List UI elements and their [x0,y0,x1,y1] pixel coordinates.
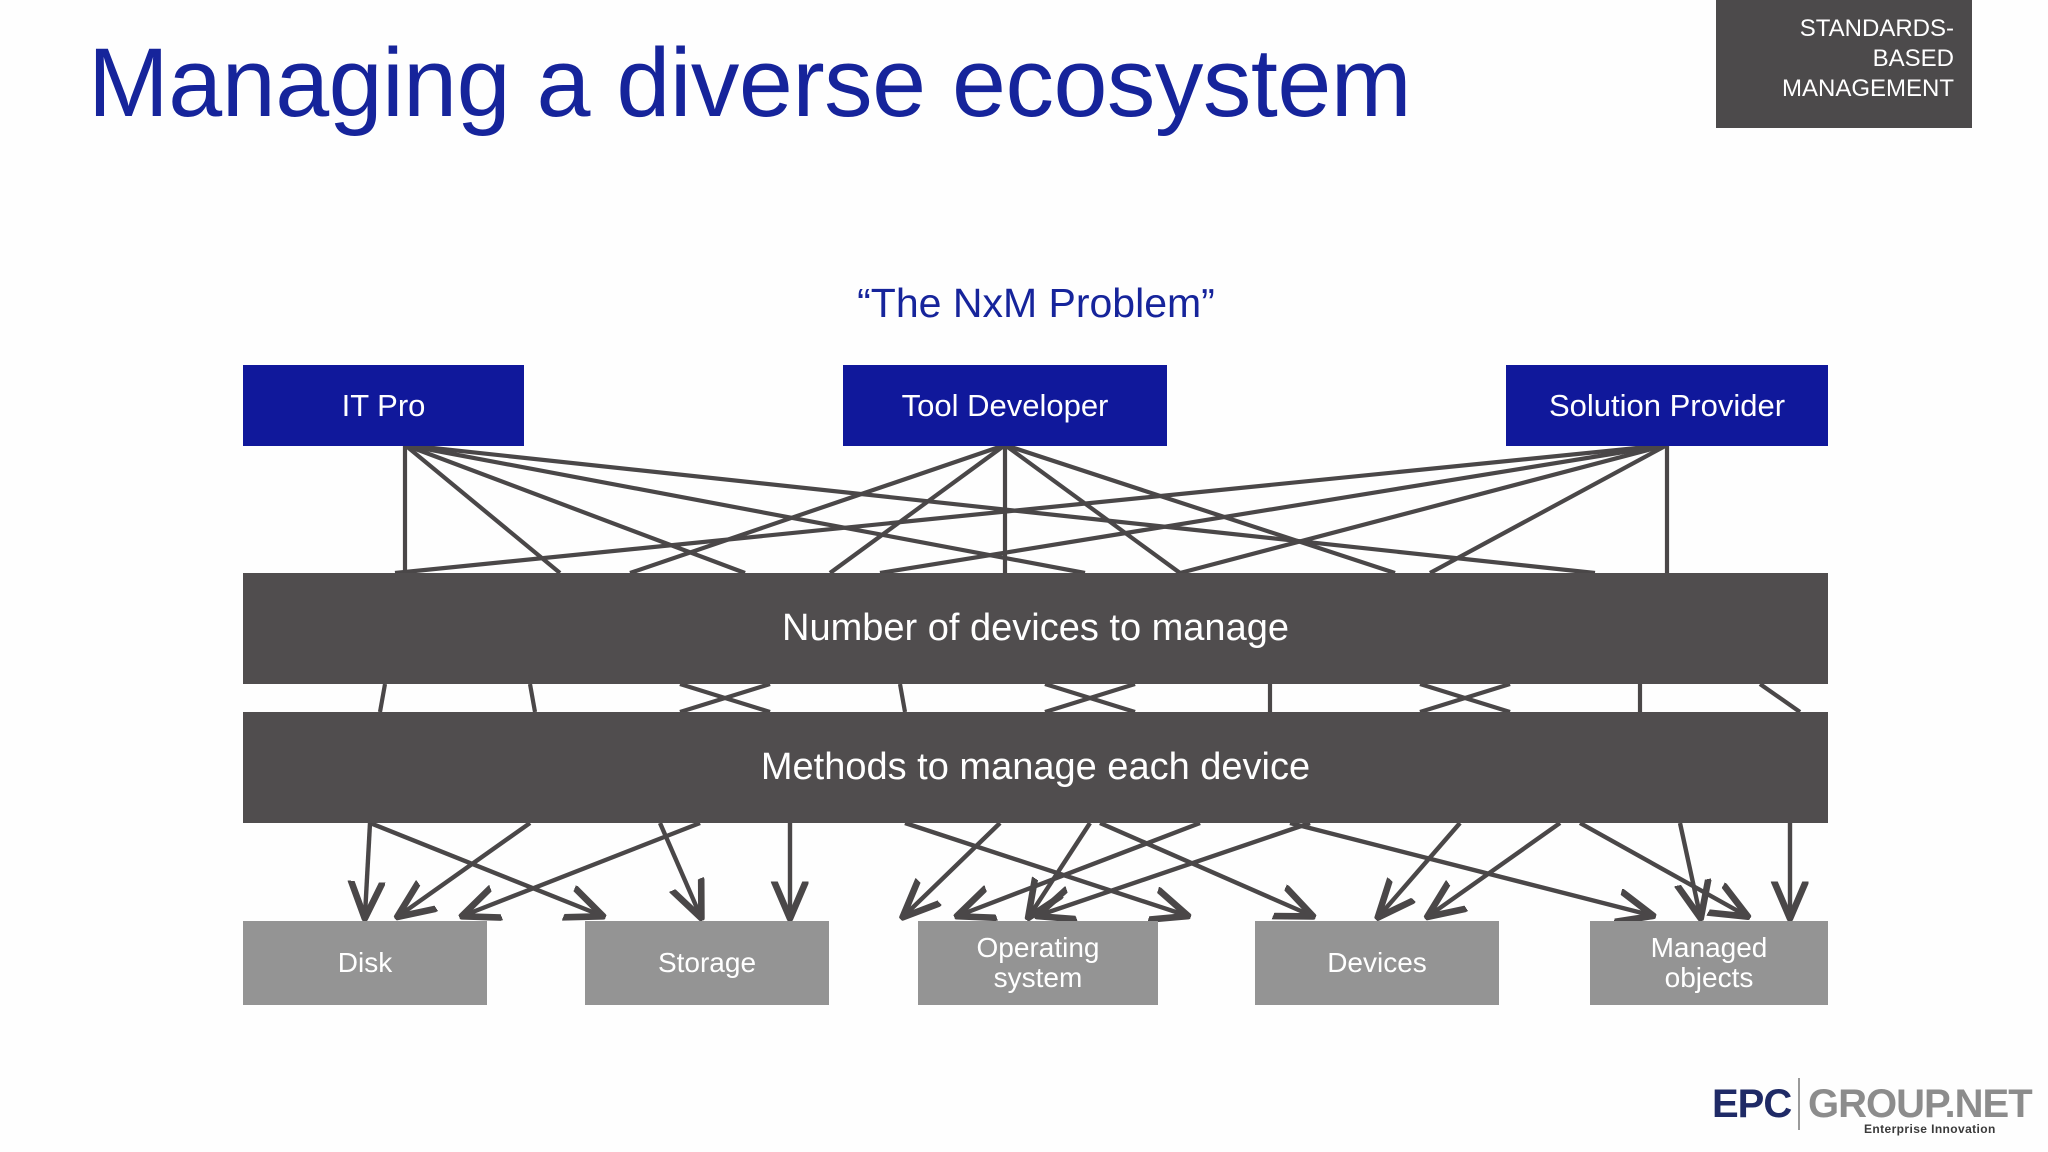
logo-divider [1798,1078,1800,1130]
actor-box-tool-developer[interactable]: Tool Developer [843,365,1167,446]
badge-line-3: MANAGEMENT [1781,75,1954,102]
leaf-label-line1: Managed [1650,931,1768,963]
leaf-box-operating-system[interactable]: Operating system [918,921,1158,1005]
badge-line-1: STANDARDS- [1799,15,1954,42]
actor-label: IT Pro [341,387,426,423]
diagram-subtitle-text: “The NxM Problem” [857,280,1215,326]
standards-based-management-badge: STANDARDS- BASED MANAGEMENT [1716,0,1972,128]
band-number-of-devices[interactable]: Number of devices to manage [243,573,1828,684]
logo-tagline-text: Enterprise Innovation [1864,1122,1996,1136]
logo-groupnet-text: GROUP.NET [1808,1082,2033,1126]
leaf-box-disk[interactable]: Disk [243,921,487,1005]
actor-box-solution-provider[interactable]: Solution Provider [1506,365,1828,446]
actor-label: Tool Developer [901,387,1109,423]
actor-label: Solution Provider [1548,387,1786,423]
band-label: Number of devices to manage [782,606,1289,649]
page-title: Managing a diverse ecosystem [88,28,1412,137]
leaf-label-line1: Disk [337,946,393,978]
leaf-label-line2: objects [1664,962,1754,993]
leaf-box-devices[interactable]: Devices [1255,921,1499,1005]
leaf-label-line1: Operating [976,931,1100,963]
diagram-subtitle: “The NxM Problem” [0,280,2048,327]
actor-box-it-pro[interactable]: IT Pro [243,365,524,446]
leaf-box-managed-objects[interactable]: Managed objects [1590,921,1828,1005]
logo-epc-text: EPC [1712,1082,1792,1126]
epc-group-logo: EPC GROUP.NET Enterprise Innovation [1712,1078,2033,1138]
band-label: Methods to manage each device [760,745,1311,788]
leaf-label-line1: Devices [1327,946,1427,978]
leaf-label-line2: system [993,962,1083,993]
badge-line-2: BASED [1872,45,1954,72]
leaf-label-line1: Storage [657,946,757,978]
band-methods-to-manage[interactable]: Methods to manage each device [243,712,1828,823]
leaf-box-storage[interactable]: Storage [585,921,829,1005]
